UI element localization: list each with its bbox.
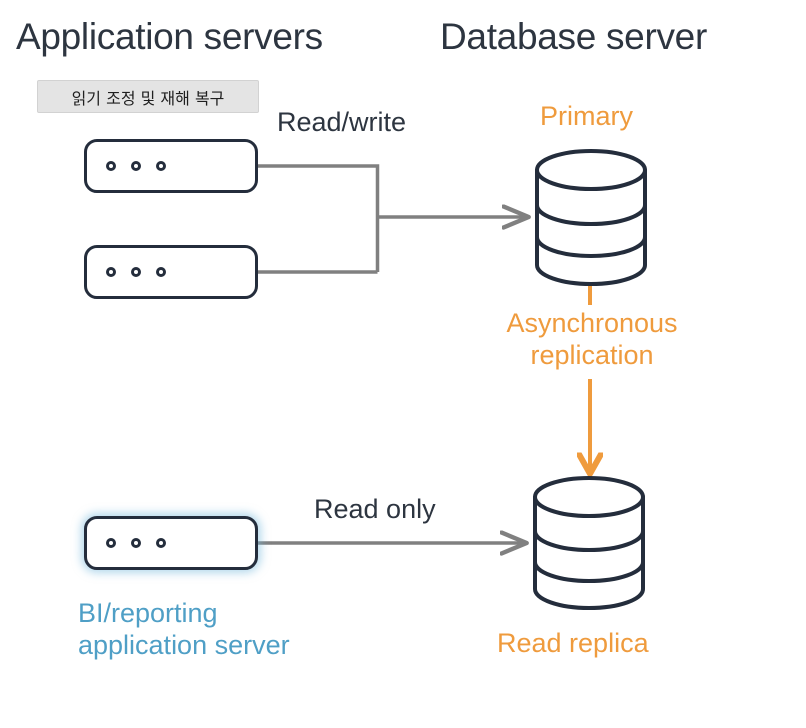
edge-label-read-write: Read/write bbox=[277, 107, 407, 137]
page-title-database-server: Database server bbox=[440, 16, 707, 57]
server-indicator-dot bbox=[156, 161, 166, 171]
edge-label-asynchronous-replication-line1: Asynchronous bbox=[506, 308, 678, 338]
server-indicator-dot bbox=[106, 267, 116, 277]
edge-label-read-only: Read only bbox=[314, 494, 436, 524]
node-label-bi-reporting-application-server: BI/reporting application server bbox=[78, 598, 290, 662]
application-server-node-2[interactable] bbox=[84, 245, 258, 299]
page-title-application-servers: Application servers bbox=[16, 16, 323, 57]
read-replica-database-icon bbox=[533, 476, 645, 610]
tooltip-korean-annotation: 읽기 조정 및 재해 복구 bbox=[37, 80, 259, 113]
server-indicator-dot bbox=[131, 538, 141, 548]
node-label-primary: Primary bbox=[540, 101, 633, 131]
edge-label-asynchronous-replication-line2: replication bbox=[530, 339, 654, 370]
server-indicator-dot bbox=[156, 267, 166, 277]
server-indicator-dot bbox=[156, 538, 166, 548]
node-label-bi-line1: BI/reporting bbox=[78, 598, 218, 628]
server-indicator-dot bbox=[131, 161, 141, 171]
server-indicator-dot bbox=[131, 267, 141, 277]
edge-label-asynchronous-replication: Asynchronous replication bbox=[484, 308, 700, 372]
server-indicator-dot bbox=[106, 538, 116, 548]
server-indicator-dot bbox=[106, 161, 116, 171]
bi-reporting-application-server-node[interactable] bbox=[84, 516, 258, 570]
connector-app1-to-junction bbox=[258, 164, 380, 272]
application-server-node-1[interactable] bbox=[84, 139, 258, 193]
node-label-read-replica: Read replica bbox=[497, 628, 649, 658]
node-label-bi-line2: application server bbox=[78, 629, 290, 660]
primary-database-icon bbox=[535, 149, 647, 286]
